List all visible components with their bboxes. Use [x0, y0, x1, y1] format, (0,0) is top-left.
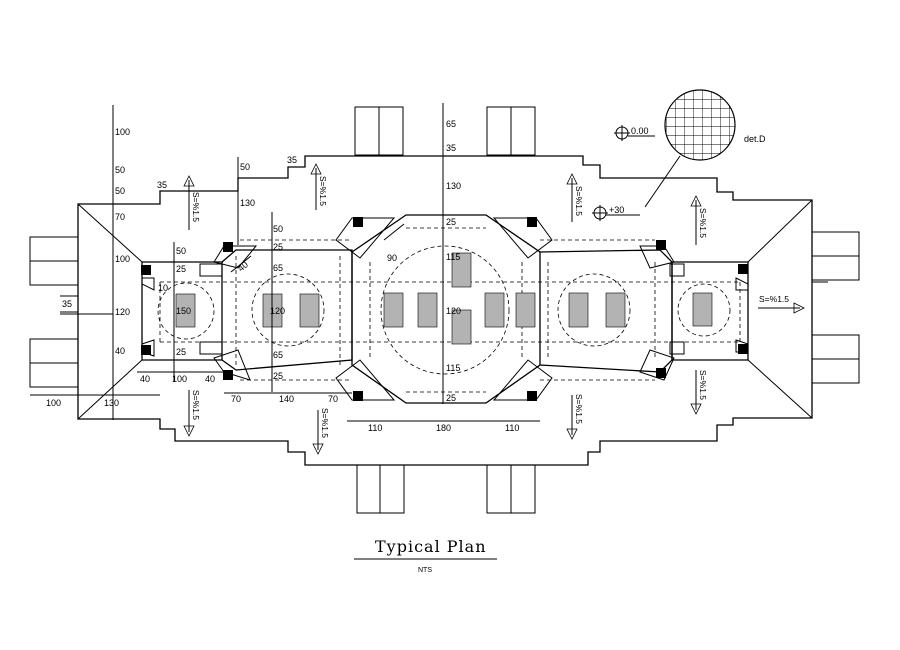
outer-outline	[60, 155, 828, 466]
column	[451, 252, 472, 288]
post	[527, 217, 537, 227]
dim-label: 70	[328, 394, 338, 404]
dim-label: 40	[236, 259, 250, 273]
columns	[175, 252, 713, 345]
column	[692, 292, 713, 327]
slope-label: S=%1.5	[191, 390, 201, 420]
level-label-upper: 0.00	[631, 126, 649, 136]
dim-label: 25	[446, 217, 456, 227]
labels: 100 50 50 70 100 120 40 35 100 130 40 10…	[46, 119, 789, 574]
dim-label: 110	[368, 423, 382, 433]
slope-label: S=%1.5	[191, 192, 201, 222]
post	[656, 368, 666, 378]
dim-label: 35	[62, 299, 72, 309]
dimension-lines	[30, 103, 540, 422]
dim-label: 25	[176, 264, 186, 274]
posts	[141, 217, 748, 401]
drawing-title: Typical Plan	[375, 537, 487, 556]
post	[353, 217, 363, 227]
column	[383, 292, 404, 328]
dim-label: 40	[205, 374, 215, 384]
dim-label: 120	[446, 306, 461, 316]
post	[353, 391, 363, 401]
dim-label: 115	[446, 363, 460, 373]
dim-label: 35	[287, 155, 297, 165]
dim-label: 180	[436, 423, 451, 433]
dim-label: 25	[273, 371, 283, 381]
slope-label: S=%1.5	[698, 370, 708, 400]
post	[738, 344, 748, 354]
dim-label: 150	[176, 306, 191, 316]
dim-label: 50	[115, 165, 125, 175]
post	[141, 265, 151, 275]
column	[417, 292, 438, 328]
column	[299, 293, 320, 328]
dim-label: 50	[240, 162, 250, 172]
dim-label: 25	[176, 347, 186, 357]
dim-label: 35	[157, 180, 167, 190]
detail-label: det.D	[744, 134, 766, 144]
dim-label: 65	[273, 350, 283, 360]
dim-label: 40	[115, 346, 125, 356]
detail-d	[592, 89, 736, 221]
slope-label: S=%1.5	[698, 208, 708, 238]
post	[656, 240, 666, 250]
dim-label: 70	[231, 394, 241, 404]
dim-label: 120	[270, 306, 285, 316]
slope-arrows	[183, 163, 805, 455]
post	[223, 370, 233, 380]
dim-label: 130	[446, 181, 461, 191]
slope-label: S=%1.5	[574, 186, 584, 216]
dim-label: 40	[140, 374, 150, 384]
post	[223, 242, 233, 252]
slope-label: S=%1.5	[318, 176, 328, 206]
column	[605, 292, 626, 328]
slope-label: S=%1.5	[574, 394, 584, 424]
dim-label: 115	[446, 252, 460, 262]
dim-label: 70	[115, 212, 125, 222]
dim-label: 120	[115, 307, 130, 317]
dim-label: 25	[273, 242, 283, 252]
dim-label: 130	[240, 198, 255, 208]
dim-label: 65	[273, 263, 283, 273]
dim-label: 90	[387, 253, 397, 263]
dim-label: 10	[158, 283, 168, 293]
column	[484, 292, 505, 328]
dim-label: 65	[446, 119, 456, 129]
dim-label: 50	[115, 186, 125, 196]
column	[515, 292, 536, 328]
dim-label: 130	[104, 398, 119, 408]
dim-label: 35	[446, 143, 456, 153]
dim-label: 50	[176, 246, 186, 256]
dim-label: 100	[115, 254, 130, 264]
hatched-walls	[29, 106, 860, 514]
dim-label: 110	[505, 423, 519, 433]
slope-label: S=%1.5	[320, 408, 330, 438]
slope-label: S=%1.5	[759, 294, 789, 304]
post	[527, 391, 537, 401]
drawing-scale-note: NTS	[418, 567, 432, 574]
dim-label: 50	[273, 224, 283, 234]
dim-label: 100	[115, 127, 130, 137]
dim-label: 100	[46, 398, 61, 408]
level-label-lower: +30	[609, 205, 624, 215]
column	[568, 292, 589, 328]
dim-label: 100	[172, 374, 187, 384]
post	[141, 345, 151, 355]
dim-label: 25	[446, 393, 456, 403]
column	[175, 293, 196, 328]
inner-rooms	[141, 214, 749, 404]
dim-label: 140	[279, 394, 294, 404]
column	[451, 309, 472, 345]
post	[738, 264, 748, 274]
